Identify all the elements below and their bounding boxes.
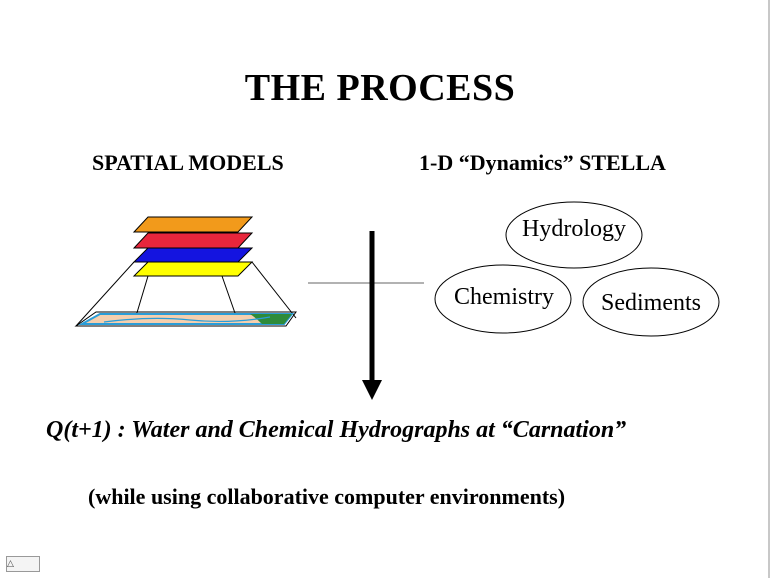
sediments-label: Sediments xyxy=(601,290,701,316)
slide-title: THE PROCESS xyxy=(244,67,516,109)
hydrology-label: Hydrology xyxy=(522,216,626,242)
map-outline xyxy=(74,311,297,327)
hydrology-ellipse xyxy=(505,201,643,269)
nav-icon: △ xyxy=(7,559,14,569)
spatial-models-heading: SPATIAL MODELS xyxy=(92,150,284,175)
slideshow-nav-button[interactable]: △ xyxy=(6,556,40,572)
map-river xyxy=(103,316,271,323)
slide-edge xyxy=(768,0,770,578)
layer-stack xyxy=(132,216,254,277)
chemistry-ellipse xyxy=(434,264,572,334)
down-arrow-head xyxy=(362,380,382,400)
collaborative-note: (while using collaborative computer envi… xyxy=(88,484,566,509)
hydrograph-equation: Q(t+1) : Water and Chemical Hydrographs … xyxy=(46,417,627,443)
layer-red xyxy=(132,232,254,249)
base-map xyxy=(74,311,297,327)
projection-lines xyxy=(75,261,297,327)
sediments-ellipse xyxy=(582,267,720,337)
chemistry-label: Chemistry xyxy=(454,284,554,310)
layer-orange xyxy=(132,216,254,233)
stella-heading: 1-D “Dynamics” STELLA xyxy=(419,150,666,175)
layer-blue xyxy=(132,247,254,263)
layer-yellow xyxy=(132,261,254,277)
map-forest xyxy=(250,314,292,324)
